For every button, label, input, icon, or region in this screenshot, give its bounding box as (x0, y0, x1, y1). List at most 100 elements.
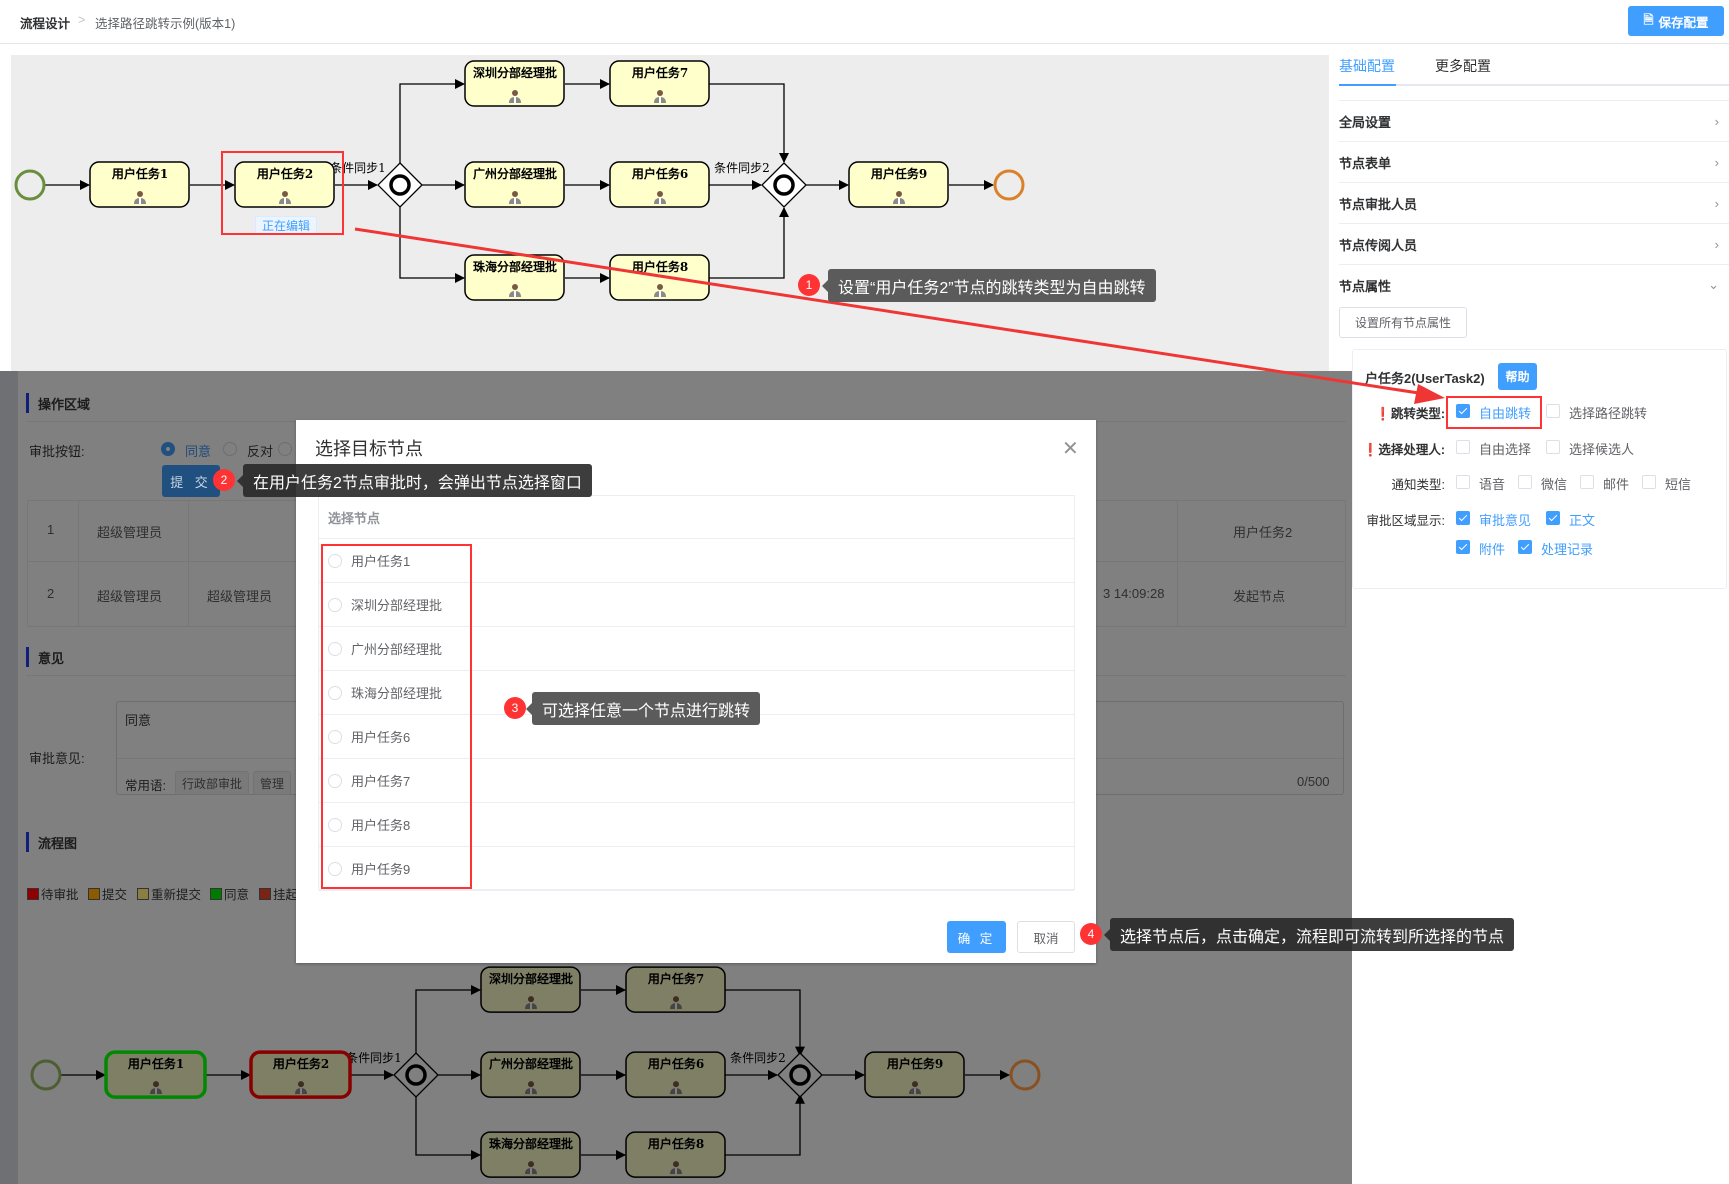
section-node-properties[interactable]: 节点属性⌄ (1339, 264, 1729, 305)
handler-free-checkbox[interactable] (1456, 440, 1470, 454)
node-option-radio[interactable] (328, 553, 342, 568)
user-task-t8[interactable]: 用户任务8 (609, 254, 710, 301)
end-event[interactable] (993, 169, 1025, 201)
radio-agree[interactable] (161, 442, 175, 456)
save-config-button[interactable]: 🗎 保存配置 (1628, 6, 1724, 36)
inclusive-gateway-1[interactable] (393, 1052, 439, 1098)
user-task-t6[interactable]: 用户任务6 (625, 1051, 726, 1098)
node-option-row[interactable]: 广州分部经理批 (319, 627, 1074, 671)
notify-email-label[interactable]: 邮件 (1603, 477, 1630, 492)
section-global-settings[interactable]: 全局设置› (1339, 100, 1729, 141)
user-task-t1[interactable]: 用户任务1 (104, 1050, 207, 1099)
node-option-radio[interactable] (328, 597, 342, 612)
section-node-form[interactable]: 节点表单› (1339, 141, 1729, 182)
display-opinion-checkbox[interactable] (1456, 511, 1470, 525)
user-task-t1[interactable]: 用户任务1 (89, 161, 190, 208)
user-task-t7[interactable]: 用户任务7 (609, 60, 710, 107)
step-badge-3: 3 (504, 697, 526, 719)
user-task-t7[interactable]: 用户任务7 (625, 966, 726, 1013)
user-task-zh[interactable]: 珠海分部经理批 (480, 1131, 581, 1178)
node-option-row[interactable]: 用户任务9 (319, 847, 1074, 891)
cancel-button[interactable]: 取消 (1017, 921, 1075, 953)
handler-candidate-label[interactable]: 选择候选人 (1569, 442, 1635, 457)
display-body-label[interactable]: 正文 (1569, 513, 1596, 528)
user-task-zh[interactable]: 珠海分部经理批 (464, 254, 565, 301)
handler-free-label[interactable]: 自由选择 (1479, 442, 1532, 457)
display-opinion-label[interactable]: 审批意见 (1479, 513, 1532, 528)
sequence-flow[interactable] (399, 79, 465, 163)
start-event[interactable] (30, 1059, 62, 1091)
user-task-t6[interactable]: 用户任务6 (609, 161, 710, 208)
user-task-gz[interactable]: 广州分部经理批 (464, 161, 565, 208)
radio-oppose-label[interactable]: 反对 (247, 444, 274, 459)
breadcrumb-root[interactable]: 流程设计 (20, 17, 71, 31)
help-button[interactable]: 帮助 (1498, 363, 1537, 390)
jump-path-label[interactable]: 选择路径跳转 (1569, 406, 1648, 421)
radio-oppose[interactable] (223, 442, 237, 456)
jump-free-checkbox[interactable] (1456, 404, 1470, 418)
user-task-sz[interactable]: 深圳分部经理批 (464, 60, 565, 107)
end-event[interactable] (1009, 1059, 1041, 1091)
radio-other[interactable] (278, 442, 292, 456)
node-option-radio[interactable] (328, 641, 342, 656)
sequence-flow[interactable] (709, 207, 789, 279)
node-option-row[interactable]: 用户任务7 (319, 759, 1074, 803)
section-node-circulators[interactable]: 节点传阅人员› (1339, 223, 1729, 264)
sequence-flow[interactable] (709, 83, 789, 163)
task-label: 用户任务1 (111, 166, 168, 181)
radio-agree-label[interactable]: 同意 (185, 444, 212, 459)
notify-wechat-checkbox[interactable] (1518, 475, 1532, 489)
task-label: 用户任务1 (127, 1056, 184, 1071)
phrase-tag[interactable]: 行政部审批 (175, 771, 250, 795)
user-task-t9[interactable]: 用户任务9 (848, 161, 949, 208)
jump-path-checkbox[interactable] (1546, 404, 1560, 418)
node-option-radio[interactable] (328, 773, 342, 788)
display-attachment-checkbox[interactable] (1456, 540, 1470, 554)
notify-email-checkbox[interactable] (1580, 475, 1594, 489)
start-event[interactable] (14, 169, 46, 201)
sequence-flow[interactable] (415, 1097, 481, 1160)
notify-voice-label[interactable]: 语音 (1479, 477, 1506, 492)
set-all-node-properties-button[interactable]: 设置所有节点属性 (1339, 307, 1467, 338)
legend-swatch (137, 887, 149, 900)
node-option-row[interactable]: 用户任务8 (319, 803, 1074, 847)
display-records-checkbox[interactable] (1518, 540, 1532, 554)
sequence-flow[interactable] (725, 1093, 805, 1156)
tab-more-config[interactable]: 更多配置 (1435, 58, 1491, 74)
sequence-flow[interactable] (399, 207, 465, 283)
section-node-approvers[interactable]: 节点审批人员› (1339, 182, 1729, 223)
inclusive-gateway-2[interactable] (777, 1052, 823, 1098)
confirm-button[interactable]: 确 定 (947, 921, 1006, 953)
node-option-radio[interactable] (328, 685, 342, 700)
node-option-row[interactable]: 用户任务1 (319, 539, 1074, 583)
node-option-radio[interactable] (328, 729, 342, 744)
jump-free-label[interactable]: 自由跳转 (1479, 406, 1532, 421)
user-task-t2[interactable]: 用户任务2 (249, 1050, 352, 1099)
user-task-t9[interactable]: 用户任务9 (864, 1051, 965, 1098)
close-icon[interactable]: ✕ (1062, 438, 1079, 460)
node-option-row[interactable]: 深圳分部经理批 (319, 583, 1074, 627)
notify-sms-label[interactable]: 短信 (1665, 477, 1692, 492)
display-records-label[interactable]: 处理记录 (1541, 542, 1594, 557)
display-body-checkbox[interactable] (1546, 511, 1560, 525)
user-task-gz[interactable]: 广州分部经理批 (480, 1051, 581, 1098)
inclusive-gateway-1[interactable] (377, 162, 423, 208)
node-option-radio[interactable] (328, 817, 342, 832)
node-option-row[interactable]: 用户任务6 (319, 715, 1074, 759)
notify-sms-checkbox[interactable] (1642, 475, 1656, 489)
display-attachment-label[interactable]: 附件 (1479, 542, 1506, 557)
user-task-t8[interactable]: 用户任务8 (625, 1131, 726, 1178)
sequence-flow[interactable] (725, 989, 805, 1057)
user-task-sz[interactable]: 深圳分部经理批 (480, 966, 581, 1013)
tab-basic-config[interactable]: 基础配置 (1339, 58, 1395, 74)
node-option-radio[interactable] (328, 861, 342, 876)
sequence-flow[interactable] (415, 985, 481, 1053)
handler-candidate-checkbox[interactable] (1546, 440, 1560, 454)
inclusive-gateway-2[interactable] (761, 162, 807, 208)
user-task-t2[interactable]: 用户任务2 (234, 161, 335, 208)
tooltip-step-3: 可选择任意一个节点进行跳转 (525, 692, 761, 725)
notify-voice-checkbox[interactable] (1456, 475, 1470, 489)
submit-button[interactable]: 提 交 (162, 465, 220, 497)
phrase-tag[interactable]: 管理 (253, 771, 292, 795)
notify-wechat-label[interactable]: 微信 (1541, 477, 1568, 492)
